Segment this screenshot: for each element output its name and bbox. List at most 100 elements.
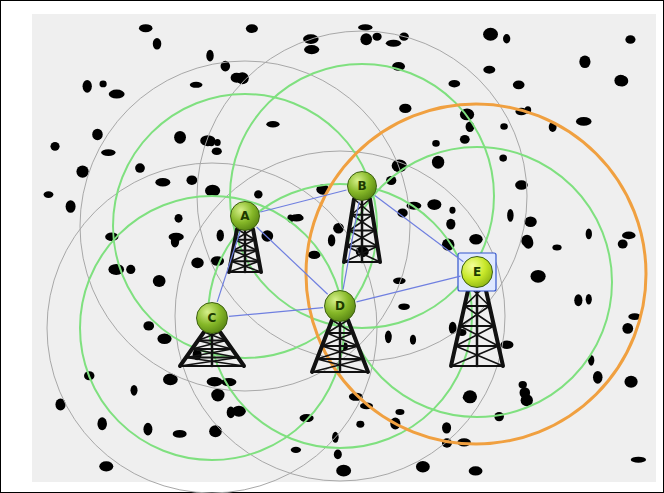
dot <box>385 331 392 344</box>
dot <box>295 214 302 220</box>
dot <box>211 389 224 402</box>
dot <box>246 24 258 33</box>
dot <box>531 270 546 283</box>
dot <box>513 80 525 89</box>
lattice-tower <box>312 320 368 372</box>
dot <box>625 35 635 44</box>
dot <box>463 390 477 403</box>
dot <box>586 229 592 240</box>
tower-letter: A <box>240 210 249 222</box>
dot <box>410 335 416 345</box>
dot <box>131 385 138 396</box>
dot <box>266 121 279 127</box>
dot <box>44 191 54 198</box>
coverage-circle <box>342 147 612 417</box>
dot <box>624 376 637 388</box>
tower-node: A <box>230 201 260 231</box>
dot <box>399 104 411 113</box>
dot <box>523 237 533 249</box>
tower-node: E <box>461 256 493 288</box>
dot <box>333 223 344 234</box>
dot <box>186 175 197 184</box>
radio-link <box>229 308 323 317</box>
dot <box>336 465 351 477</box>
radio-link <box>217 231 240 302</box>
dot <box>92 129 103 141</box>
dot <box>66 200 76 213</box>
range-circle <box>175 151 505 481</box>
dot <box>521 394 533 406</box>
dot <box>356 421 364 428</box>
tower-node: D <box>324 290 356 322</box>
dot <box>334 450 342 460</box>
coverage-circle <box>230 64 494 328</box>
dot <box>135 163 145 173</box>
selection-box <box>458 253 496 291</box>
dot <box>432 156 444 169</box>
dot <box>191 257 203 268</box>
dot <box>155 178 170 186</box>
dot <box>574 294 582 306</box>
dot <box>50 142 59 151</box>
dot <box>153 38 162 49</box>
dot <box>83 80 92 93</box>
radio-link <box>260 190 346 212</box>
dot <box>448 80 460 87</box>
coverage-circle <box>80 196 344 460</box>
selected-range-circle <box>306 104 646 444</box>
dot <box>499 155 507 162</box>
radio-link <box>375 196 464 262</box>
towers <box>180 199 503 372</box>
dot <box>212 147 222 155</box>
dot <box>446 219 455 230</box>
dot <box>207 377 223 386</box>
tower-letter: B <box>357 180 366 192</box>
dot <box>372 33 381 41</box>
dot <box>576 117 592 126</box>
tower-letter: D <box>335 300 345 312</box>
dot <box>469 466 483 475</box>
dot <box>593 371 603 384</box>
dot <box>97 417 107 430</box>
radio-link <box>343 202 359 290</box>
dot <box>99 80 106 87</box>
dot <box>500 123 508 130</box>
radio-link <box>257 227 328 294</box>
dot <box>173 430 187 438</box>
dot <box>209 425 222 437</box>
dot <box>427 199 441 210</box>
radio-link <box>356 276 460 302</box>
map-ground <box>32 14 656 482</box>
dot <box>101 149 115 156</box>
tower-letter: C <box>208 312 217 324</box>
dot <box>261 230 273 242</box>
coverage-circles <box>47 31 646 493</box>
dot <box>483 28 498 41</box>
dot <box>614 75 627 86</box>
dot <box>552 245 561 251</box>
dot <box>507 209 513 222</box>
dot <box>358 24 372 30</box>
dot <box>190 82 203 88</box>
dot <box>328 234 335 246</box>
dot <box>503 34 510 43</box>
scatter-dots <box>44 24 646 476</box>
dot <box>153 275 166 287</box>
dot <box>304 45 319 54</box>
dot <box>175 214 183 223</box>
dot <box>360 33 372 45</box>
dot <box>395 409 404 415</box>
dot <box>483 66 495 74</box>
dot <box>126 265 135 274</box>
dot <box>622 232 636 240</box>
dot <box>579 56 590 69</box>
dot <box>174 131 186 144</box>
dot <box>469 234 482 245</box>
dot <box>442 422 451 433</box>
dot <box>449 207 455 214</box>
dot <box>398 303 410 310</box>
dot <box>631 457 646 463</box>
